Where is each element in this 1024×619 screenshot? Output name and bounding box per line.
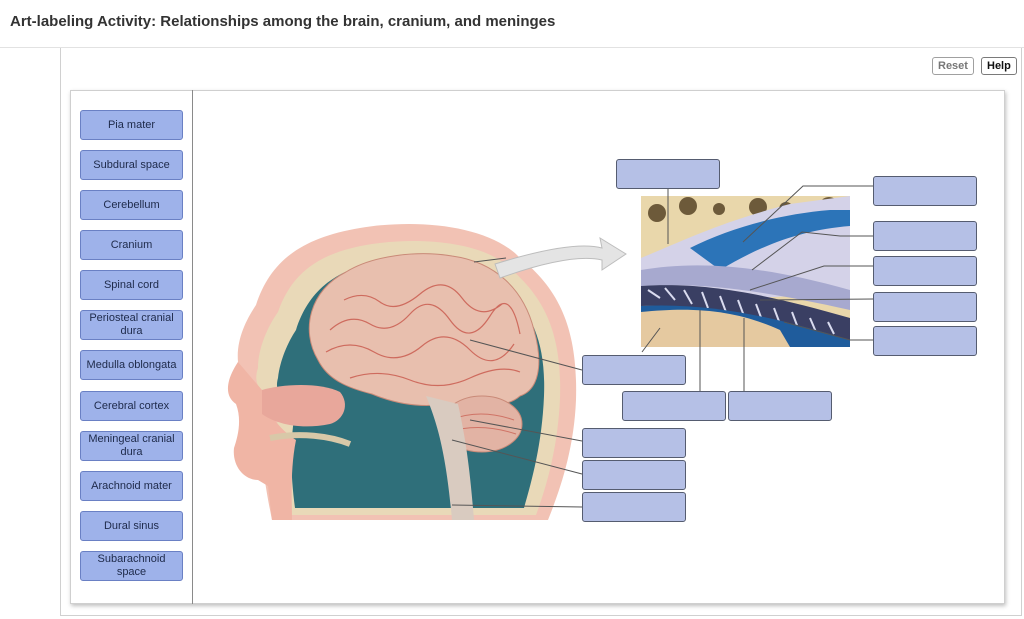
head-sagittal-section-image — [227, 223, 577, 521]
magnify-arrow — [494, 236, 627, 279]
label-chip-cranium[interactable]: Cranium — [80, 230, 183, 260]
label-chip-dural-sinus[interactable]: Dural sinus — [80, 511, 183, 541]
meninges-inset-image — [641, 196, 850, 347]
label-bank-divider — [192, 90, 193, 604]
activity-frame — [60, 48, 1022, 616]
label-chip-medulla-oblongata[interactable]: Medulla oblongata — [80, 350, 183, 380]
drop-zone-inset-bottom-1[interactable] — [622, 391, 726, 421]
reset-button[interactable]: Reset — [932, 57, 974, 75]
label-chip-subarachnoid-space[interactable]: Subarachnoid space — [80, 551, 183, 581]
label-chip-pia-mater[interactable]: Pia mater — [80, 110, 183, 140]
drop-zone-inset-bottom-2[interactable] — [728, 391, 832, 421]
page-title: Art-labeling Activity: Relationships amo… — [10, 13, 556, 30]
drop-zone-brain-2[interactable] — [582, 428, 686, 458]
drop-zone-inset-right-5[interactable] — [873, 326, 977, 356]
help-button[interactable]: Help — [981, 57, 1017, 75]
label-chip-cerebellum[interactable]: Cerebellum — [80, 190, 183, 220]
drop-zone-brain-3[interactable] — [582, 460, 686, 490]
label-chip-periosteal-cranial-dura[interactable]: Periosteal cranial dura — [80, 310, 183, 340]
drop-zone-inset-right-3[interactable] — [873, 256, 977, 286]
drop-zone-inset-right-4[interactable] — [873, 292, 977, 322]
title-divider — [0, 47, 1024, 48]
drop-zone-inset-right-1[interactable] — [873, 176, 977, 206]
leader-lines — [451, 185, 874, 508]
label-chip-meningeal-cranial-dura[interactable]: Meningeal cranial dura — [80, 431, 183, 461]
drop-zone-brain-1[interactable] — [582, 355, 686, 385]
drop-zone-inset-right-2[interactable] — [873, 221, 977, 251]
label-chip-subdural-space[interactable]: Subdural space — [80, 150, 183, 180]
label-chip-spinal-cord[interactable]: Spinal cord — [80, 270, 183, 300]
drop-zone-brain-4[interactable] — [582, 492, 686, 522]
label-chip-arachnoid-mater[interactable]: Arachnoid mater — [80, 471, 183, 501]
label-chip-cerebral-cortex[interactable]: Cerebral cortex — [80, 391, 183, 421]
drop-zone-inset-top[interactable] — [616, 159, 720, 189]
